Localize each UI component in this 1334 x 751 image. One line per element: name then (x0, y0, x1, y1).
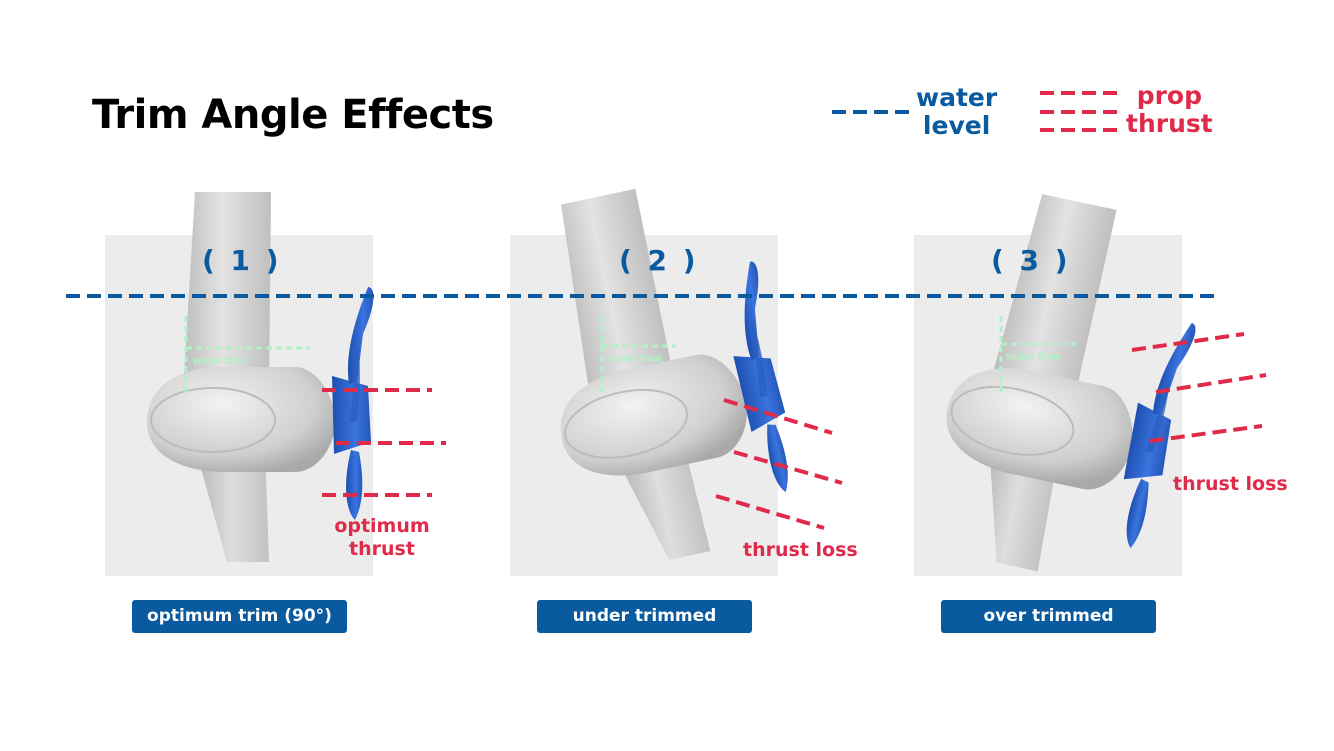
legend-water-level-label: water level (916, 84, 997, 140)
panel-3-number: ( 3 ) (991, 244, 1071, 277)
thrust-line-2c (715, 494, 825, 530)
panel-1-number: ( 1 ) (202, 244, 282, 277)
panel-1-thrust-note: optimum thrust (334, 515, 430, 560)
panel-1-water-flow-label: water flow (193, 355, 247, 367)
panel-2-water-flow-label: water flow (608, 353, 662, 365)
legend-prop-thrust-label: prop thrust (1126, 82, 1213, 138)
thrust-line-3b (1155, 373, 1267, 394)
legend-prop-thrust-text: prop thrust (1126, 81, 1213, 138)
legend-prop-thrust-swatch (1040, 91, 1120, 132)
page-title: Trim Angle Effects (92, 92, 494, 138)
panel-1-caption: optimum trim (90°) (132, 600, 347, 633)
panel-3-caption: over trimmed (941, 600, 1156, 633)
panel-3-thrust-note: thrust loss (1173, 473, 1288, 495)
panel-3-water-flow-label: water flow (1006, 351, 1060, 363)
panel-2-thrust-note: thrust loss (743, 539, 858, 561)
legend-water-level-text: water level (916, 83, 998, 140)
thrust-lines (322, 332, 1267, 530)
thrust-line-3a (1131, 332, 1245, 352)
thrust-line-2b (733, 450, 843, 485)
thrust-line-3c (1149, 424, 1263, 443)
panel-2-caption: under trimmed (537, 600, 752, 633)
thrust-line-2a (723, 398, 833, 435)
water-flow-markers (184, 316, 1076, 396)
panel-2-number: ( 2 ) (619, 244, 699, 277)
